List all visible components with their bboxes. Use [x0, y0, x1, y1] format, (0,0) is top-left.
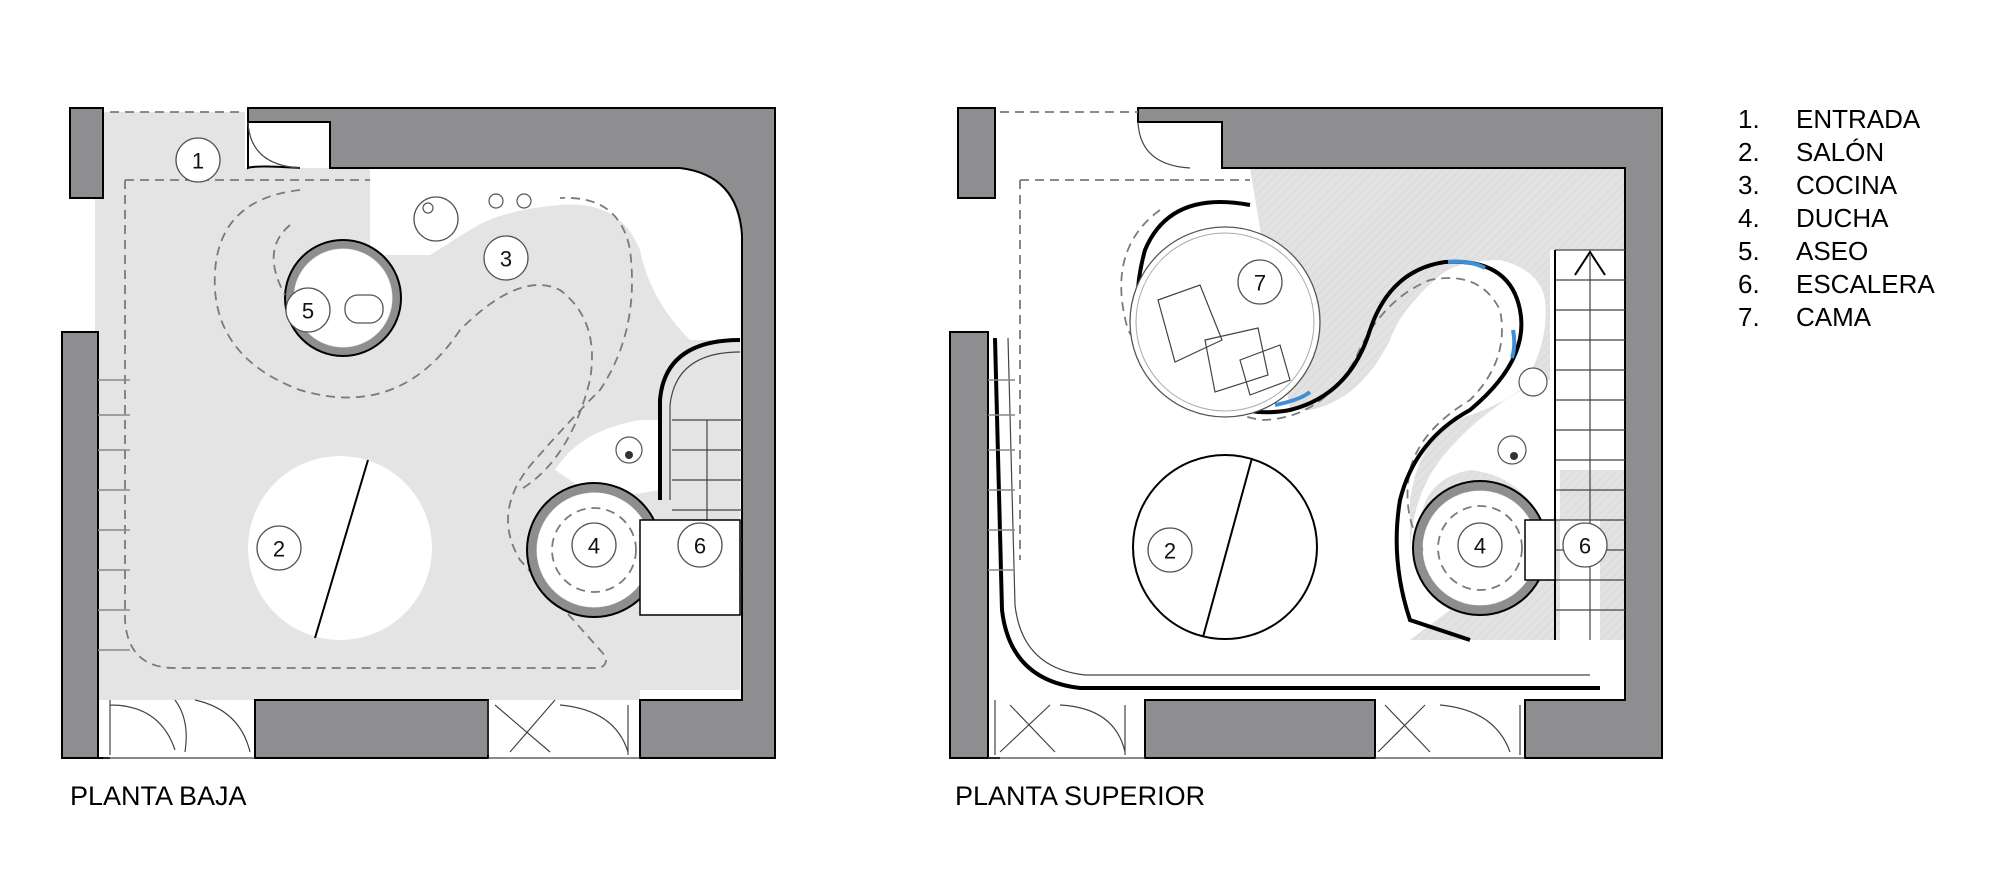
upper-walkway-wall	[993, 337, 1600, 690]
cooktop-burner-icon	[488, 193, 504, 209]
room-number-6-upper: 6	[1579, 534, 1591, 559]
faucet-icon	[422, 202, 434, 214]
upper-shower-bench	[1524, 519, 1556, 581]
upper-wall-outline-left	[949, 108, 1000, 759]
legend-number: 5.	[1738, 236, 1760, 266]
room-number-2-upper: 2	[1164, 539, 1176, 564]
plan-caption-upper: PLANTA SUPERIOR	[955, 781, 1205, 811]
upper-dashed-perimeter	[1000, 111, 1250, 560]
room-badge-4-upper	[1457, 522, 1503, 568]
upper-wall-bottom-middle	[1144, 699, 1376, 759]
legend-item: 5. ASEO	[1738, 235, 1935, 268]
ground-wc-wall-outline	[284, 239, 402, 357]
room-number-6: 6	[694, 534, 706, 559]
ground-wall-top-right	[247, 107, 776, 759]
room-badge-1	[175, 137, 221, 183]
legend-item: 3. COCINA	[1738, 169, 1935, 202]
room-number-7: 7	[1254, 271, 1266, 296]
ground-dashed-perimeter	[110, 111, 633, 669]
room-badge-6	[677, 522, 723, 568]
legend-item: 7. CAMA	[1738, 301, 1935, 334]
ground-left-window-ticks	[98, 379, 130, 651]
legend-item: 6. ESCALERA	[1738, 268, 1935, 301]
room-number-2: 2	[273, 537, 285, 562]
legend-item: 2. SALÓN	[1738, 136, 1935, 169]
toilet-icon	[344, 294, 384, 324]
ground-entry-door-arc	[247, 121, 301, 169]
legend-label: CAMA	[1796, 302, 1872, 332]
room-badge-5	[285, 287, 331, 333]
drain-icon	[625, 451, 633, 459]
upper-entry-door-arc	[1137, 121, 1191, 169]
ground-wall-bottom-middle	[254, 699, 489, 759]
legend-number: 3.	[1738, 170, 1760, 200]
legend-item: 1. ENTRADA	[1738, 103, 1935, 136]
room-number-5: 5	[302, 299, 314, 324]
upper-washbasin-icon	[1518, 367, 1548, 397]
ground-floor-plan: 1 2 3 4 5 6 PLANTA BAJA	[61, 107, 776, 811]
kitchen-counter	[370, 168, 740, 340]
ground-wall-left-upper	[69, 107, 104, 199]
room-number-3: 3	[500, 247, 512, 272]
room-legend: 1. ENTRADA 2. SALÓN 3. COCINA 4. DUCHA 5. ASE…	[1738, 103, 1935, 334]
legend-number: 4.	[1738, 203, 1760, 233]
legend-number: 2.	[1738, 137, 1760, 167]
ground-shower-dashed	[551, 507, 637, 593]
room-badge-4	[571, 522, 617, 568]
room-badge-6-upper	[1562, 522, 1608, 568]
upper-facade-doors	[988, 700, 1525, 759]
upper-rug-divider	[1202, 457, 1253, 638]
upper-round-rug	[1132, 454, 1318, 640]
room-badge-2	[256, 525, 302, 571]
room-badge-3	[483, 235, 529, 281]
upper-floor-plan: 2 4 6 7 PLANTA SUPERIOR	[949, 107, 1663, 811]
ground-stair-curved-wall	[658, 338, 741, 500]
legend-label: SALÓN	[1796, 137, 1885, 167]
upper-toilet-icon	[1497, 435, 1527, 465]
ground-wall-left-lower	[61, 331, 99, 759]
ground-wc-door-swing	[272, 224, 291, 296]
cooktop-burner-icon	[516, 193, 532, 209]
upper-bed-accent	[1274, 259, 1517, 407]
legend-label: ENTRADA	[1796, 104, 1921, 134]
upper-left-window-ticks	[988, 379, 1015, 571]
room-number-4: 4	[588, 534, 600, 559]
sink-icon	[413, 196, 459, 242]
ground-facade-doors	[103, 699, 640, 759]
upper-bed-inner-ring	[1135, 232, 1315, 412]
ground-stair-wall-inner	[669, 351, 741, 500]
legend-item: 4. DUCHA	[1738, 202, 1935, 235]
legend-number: 7.	[1738, 302, 1760, 332]
room-badge-7	[1237, 259, 1283, 305]
legend-label: DUCHA	[1796, 203, 1889, 233]
upper-wall-left-upper	[957, 107, 996, 199]
upper-dashed-bed-ring	[1120, 209, 1503, 561]
armchair-icon	[1157, 284, 1291, 396]
ground-wall-outline-left	[61, 108, 110, 759]
room-badge-2-upper	[1147, 527, 1193, 573]
room-number-4-upper: 4	[1474, 534, 1486, 559]
ground-rug-divider	[314, 459, 369, 639]
legend-label: COCINA	[1796, 170, 1898, 200]
plan-caption-ground: PLANTA BAJA	[70, 781, 247, 811]
legend-label: ESCALERA	[1796, 269, 1935, 299]
upper-walkway-wall-inner	[1007, 337, 1590, 676]
upper-shower-dashed	[1437, 505, 1523, 591]
washbasin-icon	[615, 436, 643, 464]
upper-wall-left-lower	[949, 331, 989, 759]
upper-wall-top-right	[1137, 107, 1663, 759]
legend-number: 1.	[1738, 104, 1760, 134]
legend-label: ASEO	[1796, 236, 1869, 266]
room-number-1: 1	[192, 149, 204, 174]
legend-number: 6.	[1738, 269, 1760, 299]
drain-icon	[1510, 452, 1518, 460]
ground-entry-door	[247, 122, 301, 170]
ground-round-rug	[248, 456, 432, 640]
